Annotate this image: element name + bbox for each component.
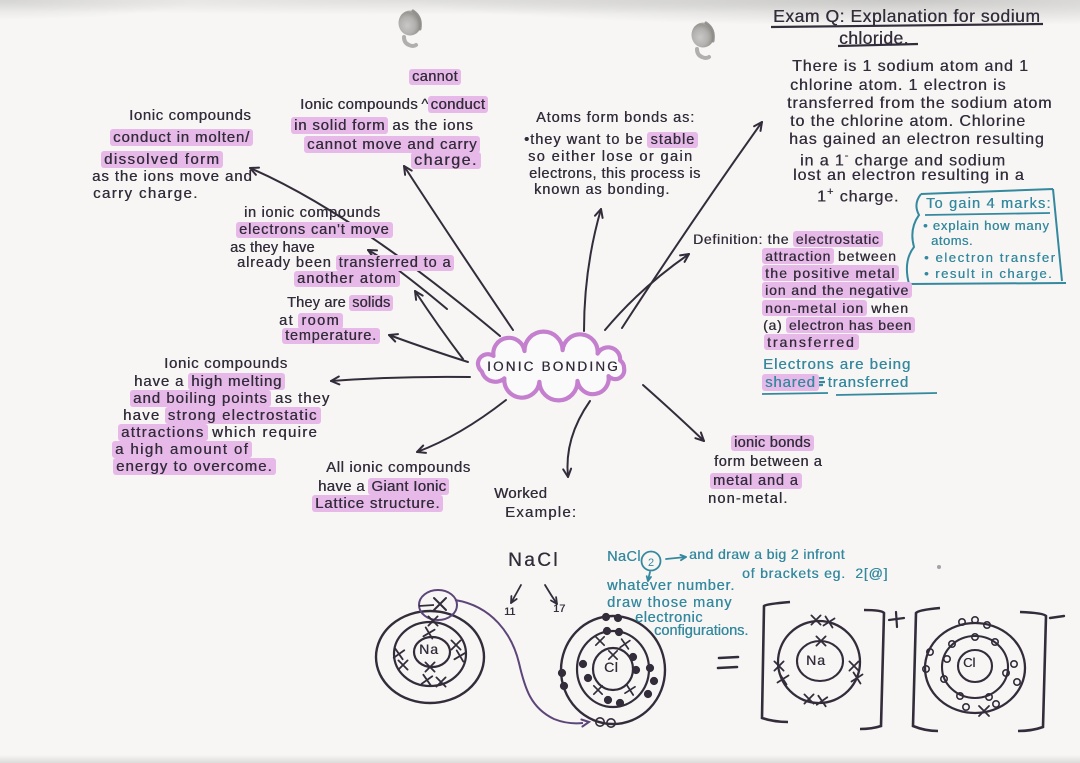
svg-text:2: 2 bbox=[648, 557, 654, 569]
